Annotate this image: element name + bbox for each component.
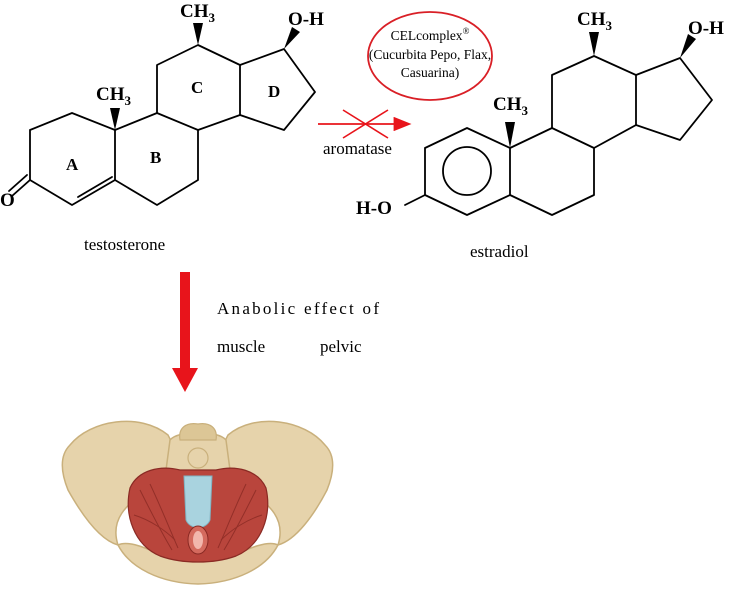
inhibitor-ellipse: [367, 11, 493, 101]
hydroxyl-wedge: [284, 27, 300, 49]
testosterone-label: testosterone: [84, 235, 165, 254]
pelvis-illustration: [61, 420, 334, 585]
pelvic-opening-inner: [193, 531, 203, 549]
effect-line2-a: muscle: [217, 337, 265, 356]
testosterone-hydroxyl: O-H: [288, 9, 324, 30]
central-fascia: [183, 475, 213, 528]
aromatase-reaction: aromatase: [318, 109, 412, 158]
ring-label-a: A: [66, 155, 79, 174]
inhibitor-name: CELcomplex®: [391, 26, 470, 43]
ring-label-d: D: [268, 82, 280, 101]
hydroxyl-wedge: [680, 34, 696, 58]
celcomplex-inhibitor: CELcomplex® (Cucurbita Pepo, Flax, Casua…: [367, 11, 493, 101]
methyl-wedge: [589, 32, 599, 56]
aromatase-label: aromatase: [323, 139, 392, 158]
testosterone-methyl-c10: CH3: [96, 84, 132, 108]
muscle-striations: [133, 483, 263, 551]
ring-label-b: B: [150, 148, 161, 167]
methyl-wedge: [193, 23, 203, 45]
estradiol-bonds: [404, 55, 713, 216]
inhibitor-line2: (Cucurbita Pepo, Flax,: [369, 47, 491, 62]
pelvis-vertebra: [179, 423, 217, 441]
methyl-wedge: [505, 122, 515, 148]
effect-line2-b: pelvic: [320, 337, 362, 356]
estradiol-phenol: H-O: [356, 198, 392, 219]
anabolic-arrow: [172, 272, 198, 392]
estradiol-methyl-c10: CH3: [493, 94, 529, 118]
arrow-shaft: [180, 272, 190, 369]
pelvis-coccyx: [187, 447, 209, 469]
aromatic-ring-circle: [442, 146, 492, 196]
estradiol-label: estradiol: [470, 242, 529, 261]
testosterone-bonds: [8, 44, 316, 206]
testosterone-methyl-c13: CH3: [180, 1, 216, 25]
estradiol-hydroxyl: O-H: [688, 18, 724, 39]
ring-label-c: C: [191, 78, 203, 97]
testosterone-structure: CH3 CH3 O-H O A B C D testosterone: [0, 1, 324, 254]
methyl-wedge: [110, 108, 120, 130]
inhibitor-line3: Casuarina): [401, 65, 459, 80]
arrow-head: [172, 368, 198, 392]
testosterone-ketone: O: [0, 190, 15, 211]
effect-line1: Anabolic effect of: [217, 299, 379, 318]
estradiol-methyl-c13: CH3: [577, 9, 613, 33]
estradiol-structure: CH3 CH3 O-H H-O estradiol: [356, 9, 724, 261]
inhibition-cross: [342, 109, 389, 139]
